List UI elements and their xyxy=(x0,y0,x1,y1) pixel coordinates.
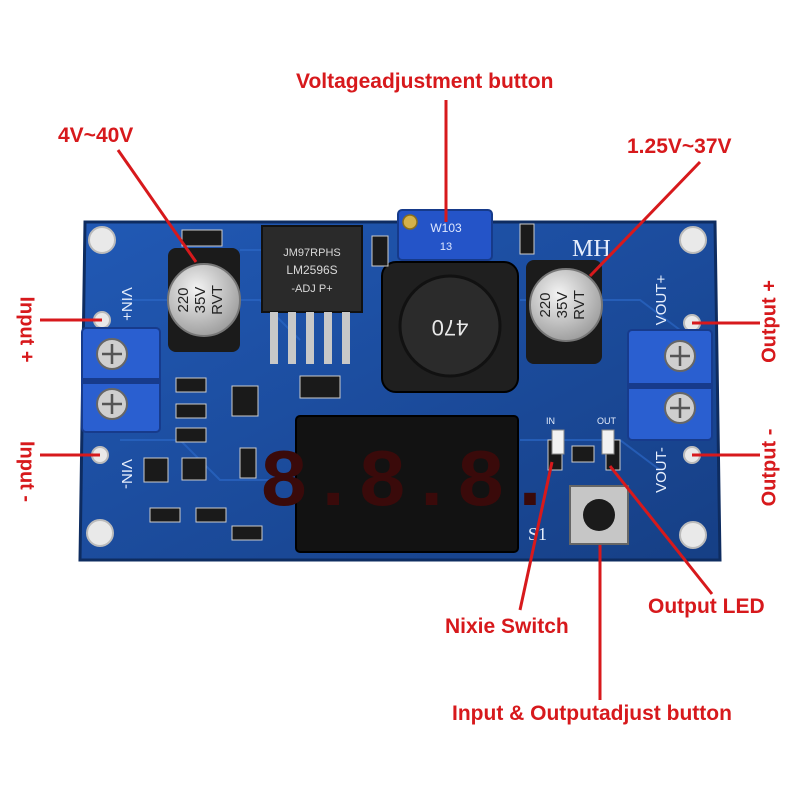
silk-vin-minus: VIN- xyxy=(118,459,135,489)
annotation-lines xyxy=(40,100,760,700)
pot-screw-icon[interactable] xyxy=(402,214,418,230)
inductor: 470 xyxy=(381,261,519,393)
leader-nixie-switch xyxy=(518,461,554,611)
label-nixie-switch: Nixie Switch xyxy=(445,615,569,638)
cap-left-line1: 220 xyxy=(175,287,192,312)
chip-text-2: LM2596S xyxy=(286,263,337,277)
input-terminal-block xyxy=(81,327,161,433)
regulator-chip: JM97RPHS LM2596S -ADJ P+ xyxy=(261,225,363,364)
cap-right-line1: 220 xyxy=(537,292,554,317)
label-input-plus: Input + xyxy=(15,296,38,363)
silk-vin-plus: VIN+ xyxy=(118,287,135,321)
nixie-display: 8.8.8. xyxy=(259,415,555,553)
label-output-range: 1.25V~37V xyxy=(627,135,732,158)
silk-brand: MH xyxy=(572,236,611,262)
silk-vout-plus: VOUT+ xyxy=(653,275,670,326)
mount-hole-tr xyxy=(679,226,707,254)
smd-components xyxy=(143,223,621,541)
label-input-minus: Input - xyxy=(15,440,38,503)
nixie-switch[interactable] xyxy=(569,485,629,545)
cap-right-line3: RVT xyxy=(571,290,588,320)
cap-left-line3: RVT xyxy=(209,285,226,315)
mount-hole-tl xyxy=(88,226,116,254)
silk-vout-minus: VOUT- xyxy=(653,447,670,493)
label-output-minus: Output - xyxy=(758,428,781,507)
leader-output-range xyxy=(588,160,702,278)
label-voltage-adjust: Voltageadjustment button xyxy=(296,70,554,93)
cap-right-line2: 35V xyxy=(554,292,571,319)
label-input-range: 4V~40V xyxy=(58,124,134,147)
chip-text-3: -ADJ P+ xyxy=(291,283,332,295)
silk-led-in: IN xyxy=(546,416,555,426)
cap-left-line2: 35V xyxy=(192,287,209,314)
inductor-code: 470 xyxy=(432,315,469,340)
leader-output-led xyxy=(608,465,714,595)
chip-text-1: JM97RPHS xyxy=(283,247,340,259)
output-capacitor: 220 35V RVT xyxy=(526,260,603,364)
silk-led-out: OUT xyxy=(597,416,617,426)
display-digits: 8.8.8. xyxy=(259,437,554,530)
pot-code-b: 13 xyxy=(440,241,452,253)
label-io-adjust: Input & Outputadjust button xyxy=(452,702,732,725)
input-led xyxy=(551,429,565,455)
mount-hole-br xyxy=(679,521,707,549)
switch-button-icon[interactable] xyxy=(583,499,615,531)
output-terminal-block xyxy=(627,329,713,441)
leader-input-range xyxy=(116,149,198,263)
mount-hole-bl xyxy=(86,519,114,547)
pot-code-a: W103 xyxy=(430,221,462,235)
label-output-led: Output LED xyxy=(648,595,765,618)
label-output-plus: Output + xyxy=(758,280,781,363)
input-capacitor: 220 35V RVT xyxy=(167,248,241,352)
output-led xyxy=(601,429,615,455)
